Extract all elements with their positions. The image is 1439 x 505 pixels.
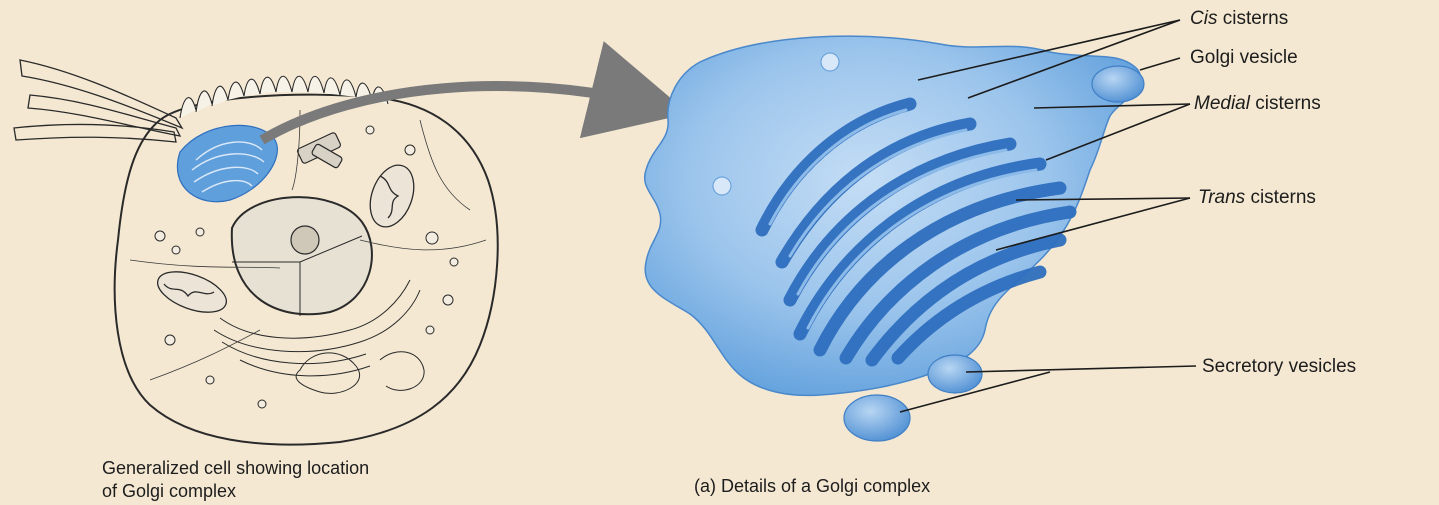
label-medial-italic: Medial [1194,93,1251,114]
leader-golgi-vesicle [1140,58,1180,70]
label-trans-rest: cisterns [1245,187,1316,208]
generalized-cell [14,60,498,445]
label-medial-cisterns: Medial cisterns [1194,93,1321,114]
caption-cell-line1: Generalized cell showing location [102,458,369,478]
label-golgi-vesicle: Golgi vesicle [1190,47,1298,68]
leader-secretory-1 [966,366,1196,372]
cilia [14,60,182,142]
golgi-vesicle [1092,66,1144,102]
label-trans-cisterns: Trans cisterns [1198,187,1316,208]
label-cis-italic: Cis [1190,8,1218,29]
label-cis-rest: cisterns [1217,8,1288,29]
centrioles [297,132,343,169]
label-medial-rest: cisterns [1250,93,1321,114]
nucleus [232,197,372,316]
secretory-vesicle-large [844,395,910,441]
secretory-vesicle-small [928,355,982,393]
caption-golgi-detail: (a) Details of a Golgi complex [694,476,930,496]
golgi-complex [645,36,1144,441]
label-trans-italic: Trans [1198,187,1246,208]
caption-cell-line2: of Golgi complex [102,481,236,501]
label-cis-cisterns: Cis cisterns [1190,8,1288,29]
label-secretory-vesicles: Secretory vesicles [1202,356,1356,377]
